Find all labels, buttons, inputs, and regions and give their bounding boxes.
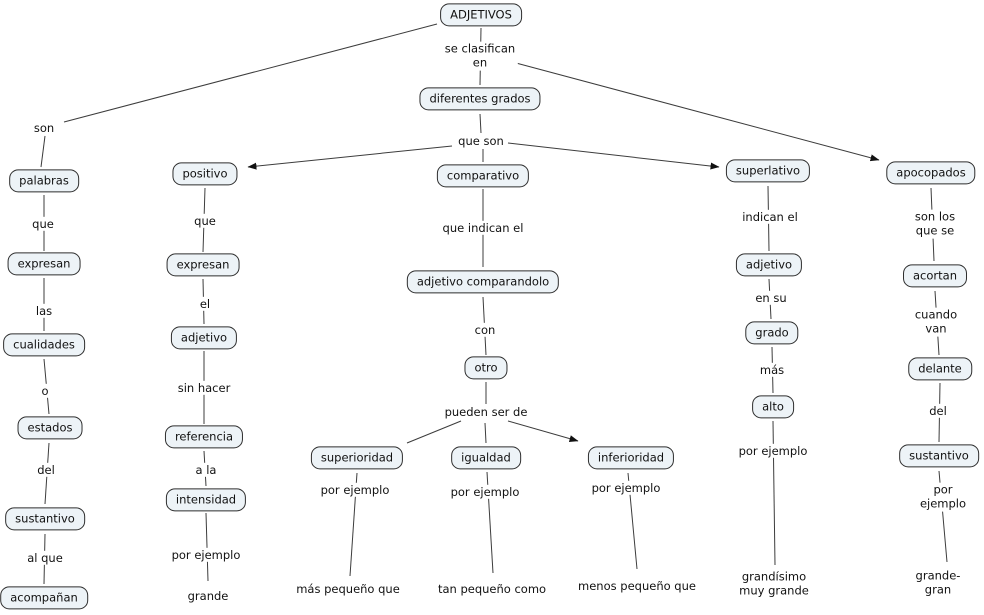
link-por-ejemplo-superioridad: por ejemplo (317, 482, 393, 498)
example-mas-pequeno-que: más pequeño que (293, 581, 403, 597)
link-cuando-van: cuando van (911, 307, 961, 337)
edge-queson-superlativo (507, 142, 720, 170)
edge-queson-positivo (247, 145, 453, 170)
link-con: con (471, 322, 499, 338)
node-adjetivo-comparandolo[interactable]: adjetivo comparandolo (406, 270, 560, 294)
link-que-son: que son (455, 133, 507, 149)
node-delante[interactable]: delante (908, 357, 972, 381)
link-el: el (196, 296, 214, 312)
edge-pueden-inferioridad (507, 420, 579, 443)
node-adjetivo-sup[interactable]: adjetivo (735, 253, 803, 277)
node-expresan-pos[interactable]: expresan (166, 253, 240, 277)
node-superlativo[interactable]: superlativo (725, 159, 811, 183)
edge (40, 135, 46, 168)
node-igualdad[interactable]: igualdad (451, 446, 521, 470)
example-tan-pequeno-como: tan pequeño como (434, 581, 550, 597)
edge-grados-queson (479, 113, 482, 134)
node-positivo[interactable]: positivo (172, 162, 238, 186)
link-por-ejemplo-igualdad: por ejemplo (447, 484, 523, 500)
node-inferioridad[interactable]: inferioridad (587, 446, 675, 470)
node-referencia[interactable]: referencia (164, 425, 244, 449)
node-alto[interactable]: alto (752, 395, 794, 419)
edge-clasifican-apocopados (515, 62, 880, 162)
link-se-clasifican-en: se clasifican en (441, 41, 519, 71)
link-en-su: en su (752, 290, 790, 306)
link-por-ejemplo-apo: por ejemplo (916, 482, 970, 512)
link-por-ejemplo-inferioridad: por ejemplo (588, 480, 664, 496)
node-cualidades[interactable]: cualidades (3, 333, 85, 357)
node-palabras[interactable]: palabras (9, 169, 79, 193)
link-mas: más (756, 362, 788, 378)
node-adjetivos[interactable]: ADJETIVOS (440, 3, 522, 27)
link-o: o (38, 383, 52, 399)
node-sustantivo-izq[interactable]: sustantivo (5, 507, 85, 531)
node-intensidad[interactable]: intensidad (165, 488, 247, 512)
link-que-izq: que (29, 216, 57, 232)
link-sin-hacer: sin hacer (174, 380, 234, 396)
node-adjetivo-pos[interactable]: adjetivo (170, 326, 238, 350)
link-son: son (30, 120, 58, 136)
edge (772, 420, 776, 566)
link-por-ejemplo-pos: por ejemplo (168, 547, 244, 563)
edge (205, 512, 209, 582)
edge-adjetivos-son (63, 23, 438, 123)
link-que-pos: que (191, 213, 219, 229)
edge-pueden-superioridad (406, 420, 462, 444)
node-grado[interactable]: grado (745, 321, 799, 345)
link-a-la: a la (192, 462, 220, 478)
link-que-indican-el: que indican el (439, 220, 527, 236)
node-sustantivo-apo[interactable]: sustantivo (899, 444, 979, 468)
node-superioridad[interactable]: superioridad (310, 446, 404, 470)
link-son-los-que-se: son los que se (910, 209, 960, 239)
link-pueden-ser-de: pueden ser de (441, 404, 531, 420)
edge-pueden-igualdad (484, 422, 487, 444)
node-estados[interactable]: estados (17, 416, 83, 440)
link-del-apo: del (926, 403, 950, 419)
node-acortan[interactable]: acortan (903, 264, 967, 288)
example-grande-gran: grande-gran (912, 568, 964, 598)
example-grande: grande (184, 588, 232, 604)
link-por-ejemplo-superlativo: por ejemplo (735, 443, 811, 459)
node-acompanan[interactable]: acompañan (0, 586, 88, 610)
node-apocopados[interactable]: apocopados (886, 161, 976, 185)
link-al-que: al que (24, 550, 66, 566)
link-las: las (32, 303, 56, 319)
example-grandisimo-muy-grande: grandísimo muy grande (736, 569, 812, 599)
example-menos-pequeno-que: menos pequeño que (575, 578, 699, 594)
node-comparativo[interactable]: comparativo (436, 164, 530, 188)
node-otro[interactable]: otro (464, 356, 508, 380)
node-diferentes-grados[interactable]: diferentes grados (419, 87, 541, 111)
node-expresan-izq[interactable]: expresan (7, 252, 81, 276)
link-del-izq: del (34, 462, 58, 478)
link-indican-el: indican el (739, 209, 801, 225)
